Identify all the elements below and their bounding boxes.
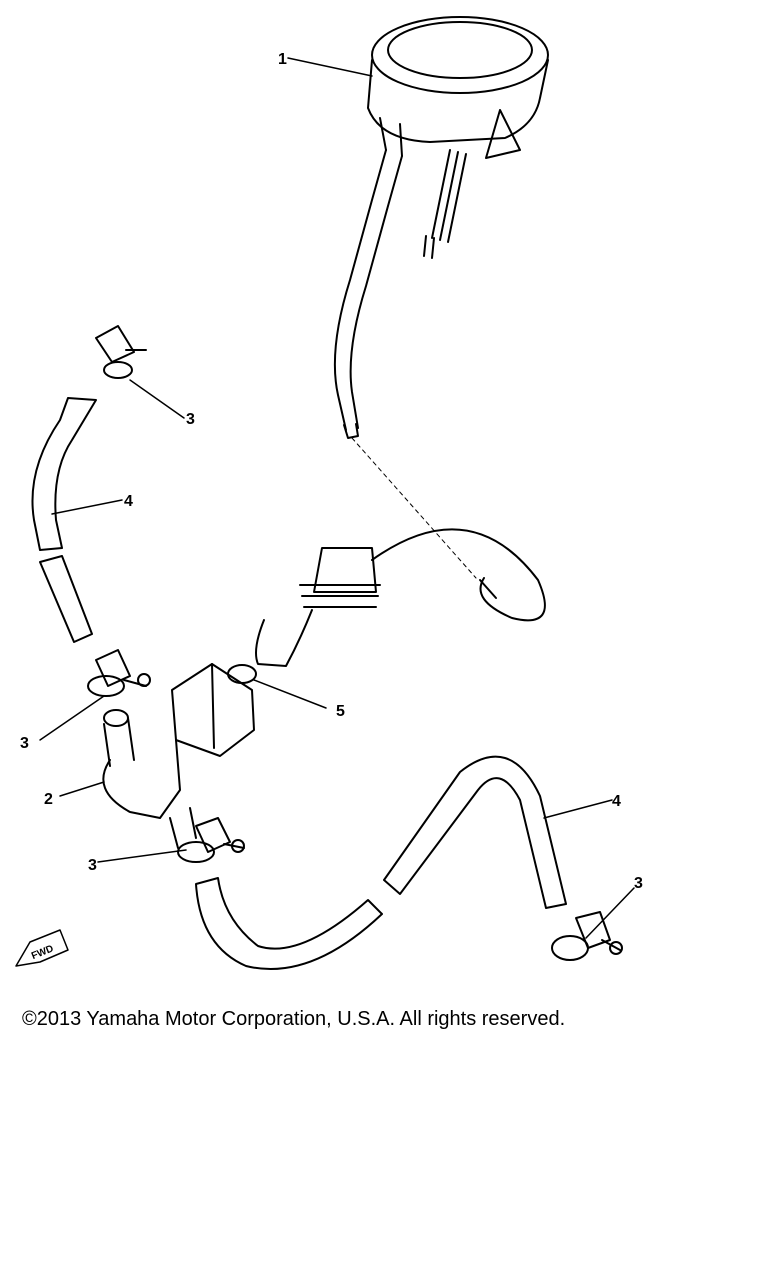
o-ring xyxy=(227,664,257,684)
callout-part-3-c: 3 xyxy=(88,857,97,874)
upper-hose xyxy=(31,397,97,643)
union-fitting xyxy=(102,663,255,849)
callout-part-3-d: 3 xyxy=(634,875,643,892)
copyright-notice: ©2013 Yamaha Motor Corporation, U.S.A. A… xyxy=(22,1008,566,1030)
hose-clamp-c xyxy=(177,817,245,863)
callout-part-4-a: 4 xyxy=(124,493,133,510)
callout-part-1: 1 xyxy=(278,51,287,68)
fwd-label: FWD xyxy=(30,943,55,962)
blank-area xyxy=(0,1045,768,1280)
fwd-arrow-icon xyxy=(15,929,69,967)
callout-part-5: 5 xyxy=(336,703,345,720)
callout-part-4-b: 4 xyxy=(612,793,621,810)
hose-clamp-a xyxy=(95,325,147,379)
callout-part-3-b: 3 xyxy=(20,735,29,752)
lower-hose-right xyxy=(383,755,567,909)
callout-part-3-a: 3 xyxy=(186,411,195,428)
lower-hose-left xyxy=(195,877,383,970)
temperature-gauge xyxy=(333,16,549,439)
leader-lines xyxy=(39,57,635,939)
parts-diagram: 1 3 4 5 3 2 4 3 3 FWD xyxy=(15,16,643,970)
hose-clamp-b xyxy=(87,649,151,697)
hose-clamp-d xyxy=(551,911,623,961)
temperature-sender xyxy=(255,528,546,667)
callout-part-2: 2 xyxy=(44,791,53,808)
